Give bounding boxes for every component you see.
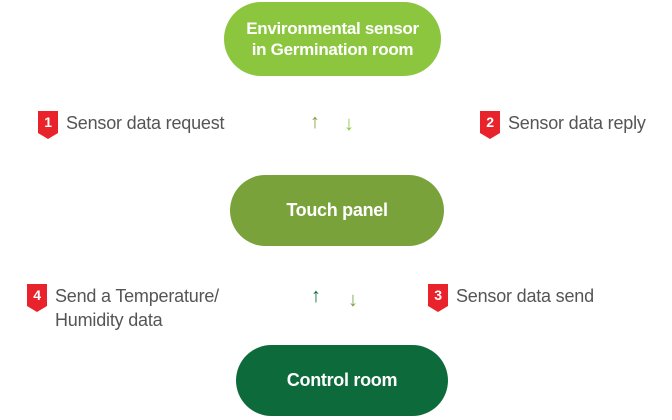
step-3-number: 3 (434, 287, 442, 303)
step-3-badge: 3 (428, 284, 448, 312)
arrow-down-icon: ↓ (344, 113, 354, 135)
step-2-label: Sensor data reply (508, 113, 646, 133)
step-4-badge: 4 (27, 284, 47, 312)
step-1: 1 Sensor data request (38, 111, 225, 139)
arrow-down-icon: ↓ (348, 289, 358, 311)
environmental-sensor-label-line2: in Germination room (251, 40, 414, 59)
step-4-label-line1: Send a Temperature/ (55, 286, 219, 306)
step-4-label-line2: Humidity data (55, 310, 163, 330)
arrow-up-icon: ↑ (311, 285, 321, 307)
environmental-sensor-label-line1: Environmental sensor (246, 19, 419, 38)
step-4-number: 4 (33, 287, 41, 303)
step-2-badge: 2 (480, 111, 500, 139)
step-2-number: 2 (486, 114, 494, 130)
step-3-label: Sensor data send (456, 286, 594, 306)
touch-panel-node: Touch panel (230, 175, 444, 246)
step-4: 4 Send a Temperature/ Humidity data (27, 284, 219, 332)
control-room-node: Control room (236, 345, 448, 416)
environmental-sensor-node: Environmental sensor in Germination room (224, 2, 441, 76)
step-1-label: Sensor data request (66, 113, 225, 133)
step-1-badge: 1 (38, 111, 58, 139)
control-room-label: Control room (286, 370, 398, 390)
step-3: 3 Sensor data send (428, 284, 594, 312)
touch-panel-label: Touch panel (286, 200, 388, 220)
step-1-number: 1 (44, 114, 52, 130)
arrow-up-icon: ↑ (310, 111, 320, 133)
step-2: 2 Sensor data reply (480, 111, 646, 139)
